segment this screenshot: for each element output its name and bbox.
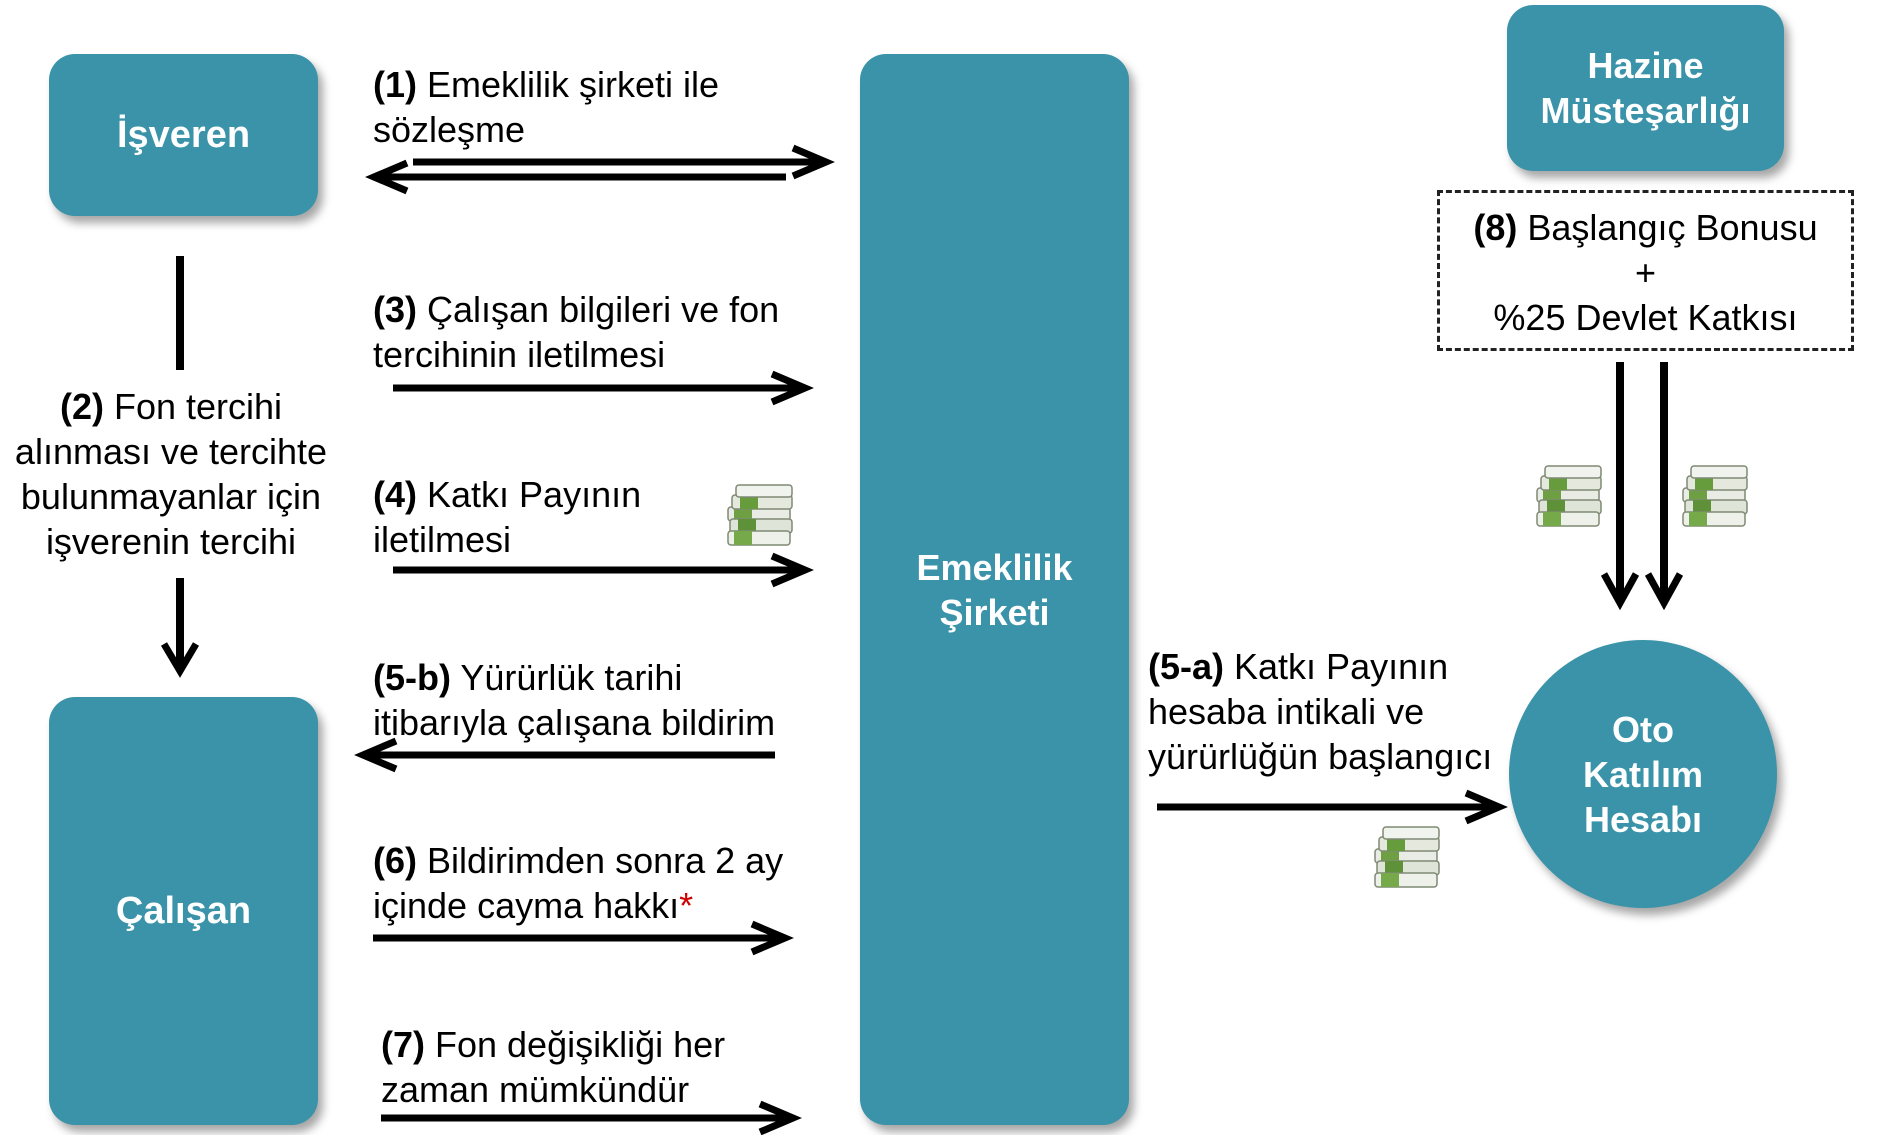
step-5b-text2: itibarıyla çalışana bildirim (373, 702, 776, 743)
step-6-label: (6) Bildirimden sonra 2 ay içinde cayma … (373, 838, 783, 928)
oto-label-line1: Oto (1612, 708, 1674, 750)
step-1-arrow (365, 144, 835, 195)
step-3-label: (3) Çalışan bilgileri ve fon tercihinin … (373, 287, 779, 377)
step-2-text2: alınması ve tercihte (14, 431, 328, 472)
step-8-line1: (8) Başlangıç Bonusu (1440, 205, 1851, 250)
step-5a-label: (5-a) Katkı Payının hesaba intikali ve y… (1148, 644, 1492, 779)
step-7-arrow (381, 1100, 802, 1135)
step-5a-arrow (1157, 789, 1508, 825)
step-4-arrow (393, 552, 814, 588)
step-5b-label: (5-b) Yürürlük tarihi itibarıyla çalışan… (373, 655, 775, 745)
oto-label-line3: Hesabı (1583, 798, 1703, 840)
step-5a-text2: hesaba intikali ve (1148, 691, 1425, 732)
step-5a-text3: yürürlüğün başlangıcı (1148, 736, 1493, 777)
money-stack-icon (1682, 465, 1748, 527)
step-4-text2: iletilmesi (373, 519, 512, 560)
step-8-line3: %25 Devlet Katkısı (1493, 297, 1798, 338)
oto-katilim-hesabi-node: Oto Katılım Hesabı (1509, 640, 1777, 908)
step-6-arrow (373, 920, 794, 956)
hazine-node: Hazine Müsteşarlığı (1507, 5, 1784, 171)
step-1-text1: Emeklilik şirketi ile (417, 64, 720, 105)
step-7-text2: zaman mümkündür (381, 1069, 690, 1110)
step-8-number: (8) (1473, 207, 1518, 248)
step-1-number: (1) (373, 64, 417, 105)
step-2-text4: işverenin tercihi (45, 521, 297, 562)
isveren-node: İşveren (49, 54, 318, 216)
step-4-text1: Katkı Payının (417, 474, 642, 515)
calisan-node: Çalışan (49, 697, 318, 1125)
step-5b-arrow (354, 737, 775, 773)
step-1-text2: sözleşme (373, 109, 526, 150)
step-6-number: (6) (373, 840, 417, 881)
step-2-label: (2) Fon tercihi alınması ve tercihte bul… (0, 384, 342, 564)
step-8-line2: + (1634, 252, 1657, 293)
step-2-number: (2) (59, 386, 104, 427)
step-8-text1: Başlangıç Bonusu (1517, 207, 1818, 248)
isveren-label: İşveren (116, 113, 251, 156)
step-7-label: (7) Fon değişikliği her zaman mümkündür (381, 1022, 725, 1112)
step-5a-text1: Katkı Payının (1224, 646, 1449, 687)
step-2-text3: bulunmayanlar için (20, 476, 322, 517)
step-8-arrows (1600, 362, 1684, 611)
calisan-label: Çalışan (115, 889, 252, 932)
step-6-text1: Bildirimden sonra 2 ay (417, 840, 784, 881)
step-3-arrow (393, 370, 814, 406)
emeklilik-label-line1: Emeklilik (916, 546, 1073, 588)
step-3-text1: Çalışan bilgileri ve fon (417, 289, 780, 330)
step-6-asterisk: * (679, 885, 694, 926)
step-2-text1: Fon tercihi (103, 386, 283, 427)
hazine-label-line1: Hazine (1587, 45, 1704, 86)
step-4-number: (4) (373, 474, 417, 515)
step-7-text1: Fon değişikliği her (425, 1024, 726, 1065)
step-1-label: (1) Emeklilik şirketi ile sözleşme (373, 62, 719, 152)
emeklilik-label-line2: Şirketi (939, 591, 1050, 633)
step-3-number: (3) (373, 289, 417, 330)
oto-label-line2: Katılım (1582, 753, 1704, 795)
step-5a-number: (5-a) (1148, 646, 1225, 687)
step-5b-text1: Yürürlük tarihi (450, 657, 683, 698)
hazine-label-line2: Müsteşarlığı (1540, 90, 1751, 131)
money-stack-icon (1536, 465, 1602, 527)
step-8-box: (8) Başlangıç Bonusu + %25 Devlet Katkıs… (1437, 190, 1854, 351)
money-stack-icon (727, 484, 793, 546)
step-3-text2: tercihinin iletilmesi (373, 334, 666, 375)
step-4-label: (4) Katkı Payının iletilmesi (373, 472, 641, 562)
step-2-arrow (160, 256, 200, 678)
money-stack-icon (1374, 826, 1440, 888)
emeklilik-sirketi-node: Emeklilik Şirketi (860, 54, 1129, 1125)
step-7-number: (7) (381, 1024, 425, 1065)
step-6-text2: içinde cayma hakkı (373, 885, 680, 926)
step-5b-number: (5-b) (373, 657, 451, 698)
